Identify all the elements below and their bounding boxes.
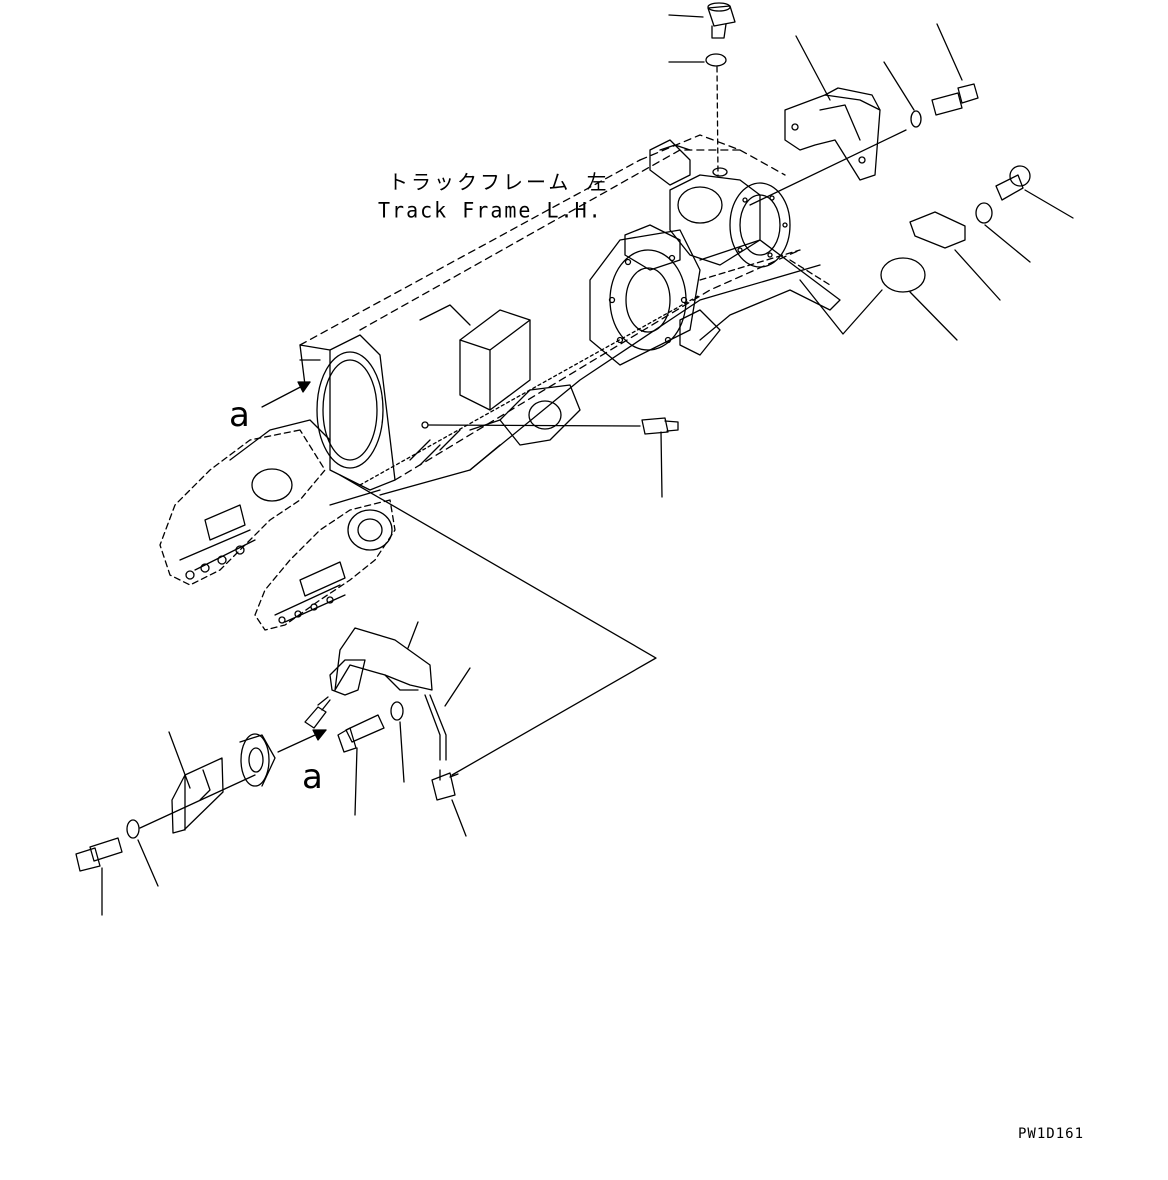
bolt-right bbox=[995, 165, 1074, 219]
top-oring bbox=[668, 53, 727, 176]
grease-fitting-mid bbox=[421, 417, 679, 498]
washer-lower-mid bbox=[390, 701, 405, 783]
view-marker-lower: a bbox=[302, 757, 323, 797]
track-frame-body bbox=[299, 134, 841, 496]
drawing-number: PW1D161 bbox=[1018, 1126, 1085, 1142]
leader-lower-group bbox=[339, 474, 657, 776]
top-plug bbox=[668, 2, 736, 39]
track-frame-label-en: Track Frame L.H. bbox=[378, 197, 603, 223]
lube-tube bbox=[424, 667, 471, 761]
cover-plate-right bbox=[909, 211, 1001, 301]
frame-legs bbox=[159, 419, 396, 631]
bolt-upper-right bbox=[749, 23, 979, 206]
washer-right bbox=[975, 202, 1031, 263]
view-marker-upper: a bbox=[229, 395, 250, 435]
washer-upper-right bbox=[883, 61, 922, 128]
flange-ring bbox=[239, 733, 276, 787]
bolt-lower-left bbox=[75, 837, 123, 916]
cover-plate-lower bbox=[168, 731, 224, 834]
bolt-lower-mid bbox=[337, 714, 385, 816]
washer-lower-left bbox=[126, 774, 256, 887]
cover-bracket-lower bbox=[329, 621, 433, 696]
track-frame-label-jp: トラックフレーム 左 bbox=[388, 170, 610, 194]
grease-fitting-lower bbox=[304, 696, 331, 729]
elbow-fitting bbox=[431, 769, 467, 837]
oring-right bbox=[799, 257, 958, 341]
cover-bracket-upper bbox=[784, 35, 881, 181]
view-arrow-lower bbox=[277, 729, 327, 753]
view-arrow-upper bbox=[261, 381, 311, 408]
